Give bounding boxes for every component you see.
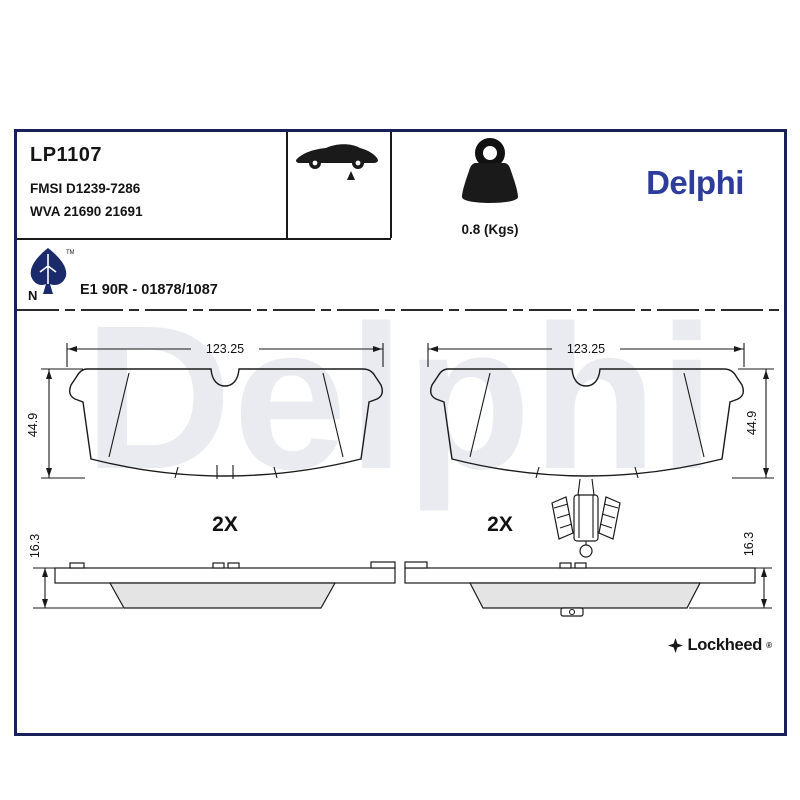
backplate-tab — [227, 562, 240, 569]
eco-tm: TM — [66, 250, 74, 256]
rear-axle-arrow — [347, 171, 355, 180]
height-dimension: 44.9 — [26, 368, 85, 479]
thickness-dimension: 16.3 — [689, 532, 772, 609]
weight-body — [462, 163, 518, 203]
header-divider-left — [286, 132, 288, 238]
thickness-dimension-label: 16.3 — [28, 534, 42, 558]
height-dimension-label: 44.9 — [745, 411, 759, 435]
width-dimension-label: 123.25 — [567, 342, 605, 356]
weight-icon — [462, 138, 518, 203]
width-dimension: 123.25 — [427, 342, 745, 367]
lockheed-wordmark: Lockheed — [687, 636, 763, 654]
brake-pad-outline — [429, 368, 745, 477]
width-dimension-label: 123.25 — [206, 342, 244, 356]
backplate-end-step — [370, 561, 396, 569]
eco-mark-icon: N TM — [28, 248, 74, 302]
thickness-dimension-label: 16.3 — [742, 532, 756, 556]
backplate-tab — [559, 562, 572, 569]
registered-mark: ® — [766, 641, 772, 650]
header-rule — [17, 238, 391, 240]
approval-code: E1 90R - 01878/1087 — [80, 282, 218, 298]
quantity-label: 2X — [212, 513, 238, 536]
quantity-label: 2X — [487, 513, 513, 536]
pad-side-view-left: 16.3 — [28, 534, 396, 609]
wva-code: WVA 21690 21691 — [30, 204, 143, 219]
pad-detail-lines — [108, 372, 344, 479]
eco-letter: N — [28, 288, 37, 302]
friction-material — [108, 582, 337, 609]
thickness-dimension: 16.3 — [28, 534, 123, 609]
header-divider-right — [390, 132, 392, 238]
pad-side-view-right: 16.3 — [404, 532, 772, 617]
lockheed-logo: Lockheed® — [640, 636, 772, 655]
part-number: LP1107 — [30, 144, 102, 166]
centerline-divider — [17, 309, 782, 311]
delphi-logo: Delphi — [646, 164, 744, 201]
lockheed-star-icon — [668, 638, 684, 653]
pad-front-view-left: 123.25 44.9 2X — [26, 342, 384, 536]
fmsi-code: FMSI D1239-7286 — [30, 181, 141, 196]
weight-handle — [475, 138, 505, 168]
backplate-edge — [404, 567, 756, 584]
car-body — [296, 144, 378, 163]
backplate-tab — [212, 562, 225, 569]
sensor-mount-tab — [560, 607, 584, 617]
wear-sensor-clip — [551, 478, 621, 558]
friction-material — [469, 582, 701, 609]
page-border — [14, 129, 787, 736]
width-dimension: 123.25 — [66, 342, 384, 367]
height-dimension: 44.9 — [732, 368, 774, 479]
backplate-tab — [574, 562, 587, 569]
sensor-mount-hole — [568, 608, 576, 616]
pad-front-view-right: 123.25 — [427, 342, 774, 558]
pad-detail-lines — [469, 372, 705, 479]
car-icon — [296, 144, 378, 180]
backplate-end-step — [404, 561, 428, 569]
sensor-eyelet — [579, 544, 593, 558]
backplate-edge — [54, 567, 396, 584]
weight-value: 0.8 (Kgs) — [461, 222, 519, 237]
height-dimension-label: 44.9 — [26, 413, 40, 437]
backplate-tab — [69, 562, 85, 569]
brand-watermark: Delphi — [83, 283, 717, 512]
brake-pad-outline — [68, 368, 384, 477]
